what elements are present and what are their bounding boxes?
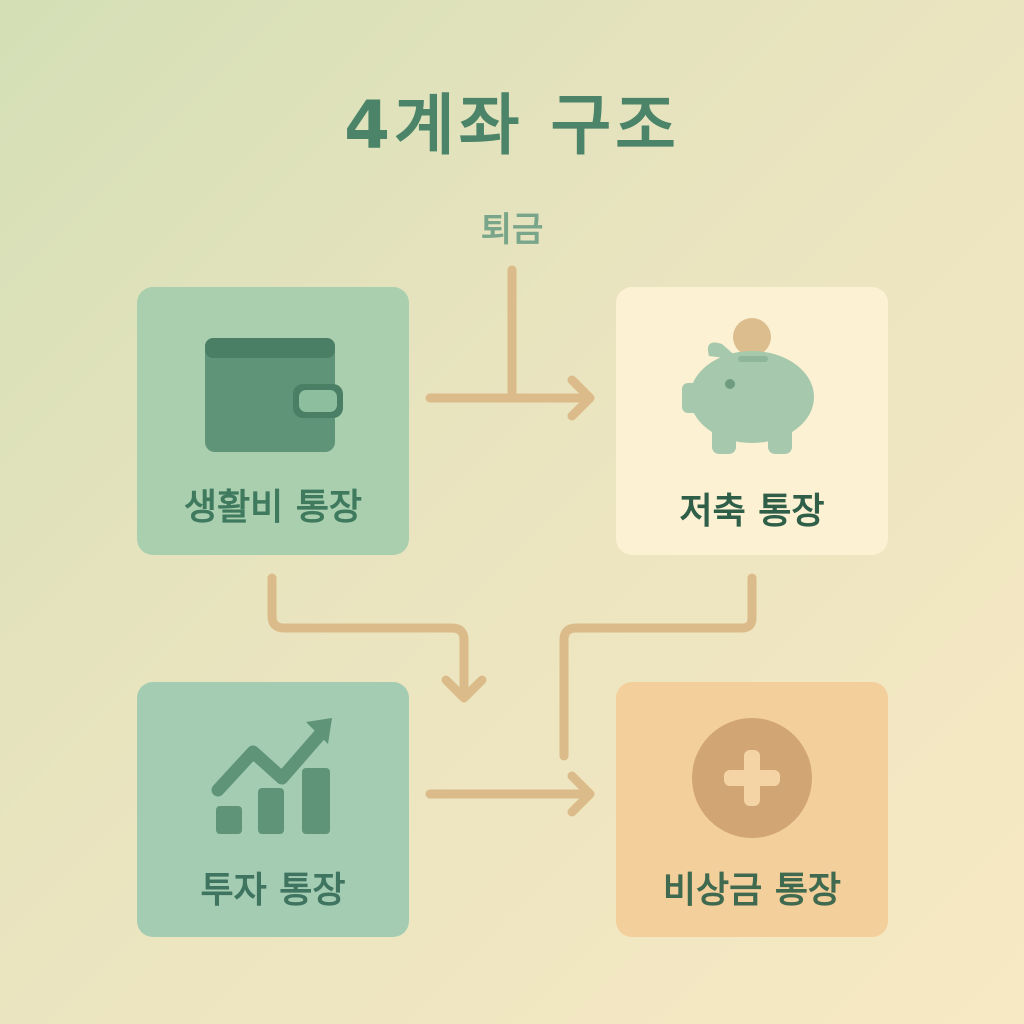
arrow-living-to-savings: [425, 375, 595, 421]
diagram-title: 4계좌 구조: [344, 87, 680, 164]
income-flow-label: 퇴금: [480, 210, 544, 250]
growth-chart-icon: [211, 718, 332, 834]
wallet-icon: [205, 338, 343, 452]
arrow-savings-to-emergency: [559, 573, 757, 761]
arrow-living-to-emergency: [267, 573, 487, 703]
arrow-investment-to-emergency: [425, 771, 595, 817]
plus-circle-icon: [692, 718, 812, 838]
piggy-bank-icon: [682, 318, 814, 454]
